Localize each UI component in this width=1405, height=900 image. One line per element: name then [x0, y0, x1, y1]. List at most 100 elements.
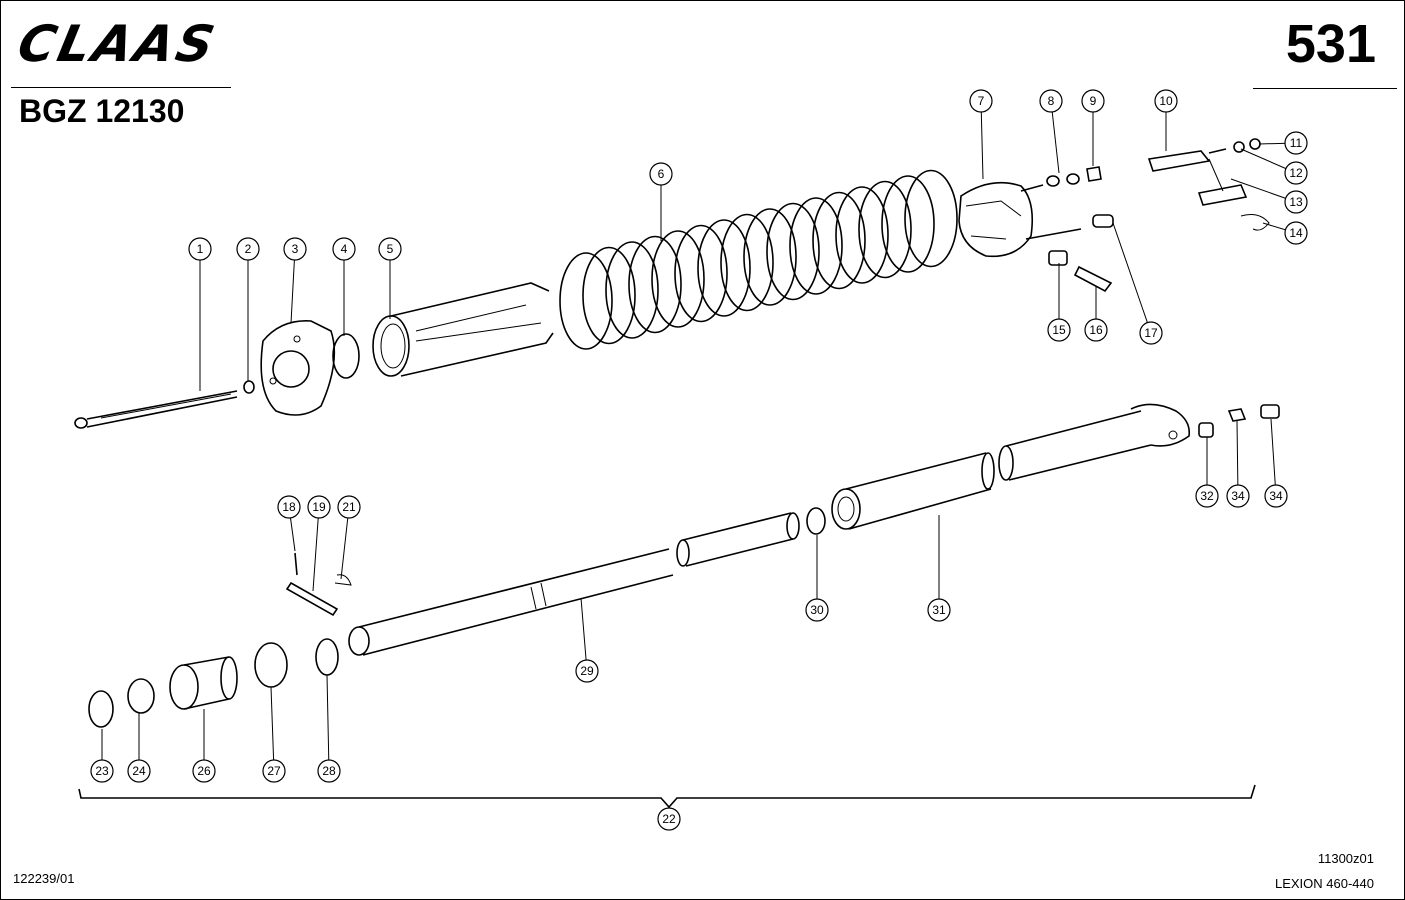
bushing-31-part [1198, 422, 1214, 438]
callout-number: 10 [1159, 94, 1173, 108]
pin-18-part [285, 581, 339, 617]
spring-coil [674, 224, 728, 323]
callout-number: 7 [978, 94, 985, 108]
callout-circle [1284, 221, 1308, 245]
callout-circle [127, 759, 151, 783]
callout-circle [1084, 318, 1108, 342]
callout-circle [805, 598, 829, 622]
bushing-34-part [1092, 214, 1114, 228]
spring-coil [697, 219, 751, 317]
callout-number: 21 [342, 500, 356, 514]
spring-coil [858, 180, 912, 279]
clip-19-part [334, 574, 352, 586]
callout-number: 15 [1052, 323, 1066, 337]
lock-washer-part [1066, 173, 1080, 185]
callout-number: 31 [932, 603, 946, 617]
callout-circle [1039, 89, 1063, 113]
model-label: LEXION 460-440 [1274, 876, 1374, 891]
drawing-code: 11300z01 [1317, 851, 1374, 866]
outer-tube-part [831, 452, 995, 530]
callout-circle [317, 759, 341, 783]
spring-coil [789, 197, 843, 295]
spring-coil [766, 202, 820, 301]
bearing-bush-part [169, 656, 238, 710]
inner-tube-part [348, 548, 674, 656]
callout-circle [1195, 484, 1219, 508]
spring-coil [812, 191, 866, 290]
callout-number: 14 [1289, 226, 1303, 240]
washer-8-part [1046, 175, 1060, 187]
bolt-16-part [1073, 265, 1113, 293]
nut-9-part [1086, 166, 1102, 182]
callout-number: 8 [1048, 94, 1055, 108]
callout-leader [270, 686, 275, 772]
callout-circle [1226, 484, 1250, 508]
callout-leader [312, 506, 320, 592]
spring-coil [559, 252, 613, 350]
snap-ring-part [332, 333, 360, 379]
callout-circle [1284, 131, 1308, 155]
callout-number: 18 [282, 500, 296, 514]
bushing-34b-part [1260, 404, 1280, 419]
spring-coil [720, 213, 774, 312]
callout-circle [649, 162, 673, 186]
callout-leader [1236, 420, 1239, 497]
callout-leader [1050, 100, 1060, 174]
callout-circle [188, 237, 212, 261]
page-number: 531 [1285, 14, 1376, 74]
callout-circle [927, 598, 951, 622]
callout-number: 23 [95, 764, 109, 778]
sleeve-15-part [1048, 250, 1068, 266]
callout-circle [1284, 190, 1308, 214]
callout-number: 17 [1144, 326, 1158, 340]
spring-coil [904, 169, 958, 268]
callout-number: 2 [245, 242, 252, 256]
callout-circle [307, 495, 331, 519]
callout-number: 12 [1289, 166, 1303, 180]
cylinder-part [998, 403, 1191, 481]
callout-number: 13 [1289, 195, 1303, 209]
callout-number: 30 [810, 603, 824, 617]
callout-number: 6 [658, 167, 665, 181]
group-code: BGZ 12130 [19, 93, 185, 129]
spring-coil [881, 175, 935, 273]
spring-coil [605, 241, 659, 339]
flange-plate-part [260, 320, 336, 416]
callout-circle [1264, 484, 1288, 508]
callout-number: 26 [197, 764, 211, 778]
callout-number: 27 [267, 764, 281, 778]
callout-circle [1139, 321, 1163, 345]
bush-26-part [254, 642, 288, 688]
callout-circle [1081, 89, 1105, 113]
coil-spring-part [559, 169, 958, 350]
callout-number: 9 [1090, 94, 1097, 108]
callout-circle [337, 495, 361, 519]
callout-number: 22 [662, 812, 676, 826]
pin-17-part [294, 552, 298, 576]
callout-number: 34 [1231, 489, 1245, 503]
callout-leader [1112, 222, 1152, 334]
spring-coil [835, 186, 889, 284]
callout-number: 29 [580, 664, 594, 678]
spring-coil [628, 235, 682, 334]
callout-leader [290, 248, 296, 324]
callout-circle [657, 807, 681, 831]
callout-leader [980, 100, 984, 180]
callout-number: 1 [197, 242, 204, 256]
callout-circle [378, 237, 402, 261]
callout-number: 11 [1290, 136, 1303, 150]
o-ring-part [806, 507, 826, 535]
callout-number: 4 [341, 242, 348, 256]
grease-nipple-part [1227, 408, 1247, 422]
guide-tube-part [372, 282, 554, 377]
callout-leader [1270, 418, 1277, 497]
washer-part [243, 380, 255, 394]
spring-coil [651, 230, 705, 328]
seal-ring-23-part [127, 678, 155, 714]
callout-leader [340, 506, 350, 580]
callout-circle [192, 759, 216, 783]
callout-circle [332, 237, 356, 261]
callout-number: 19 [312, 500, 326, 514]
